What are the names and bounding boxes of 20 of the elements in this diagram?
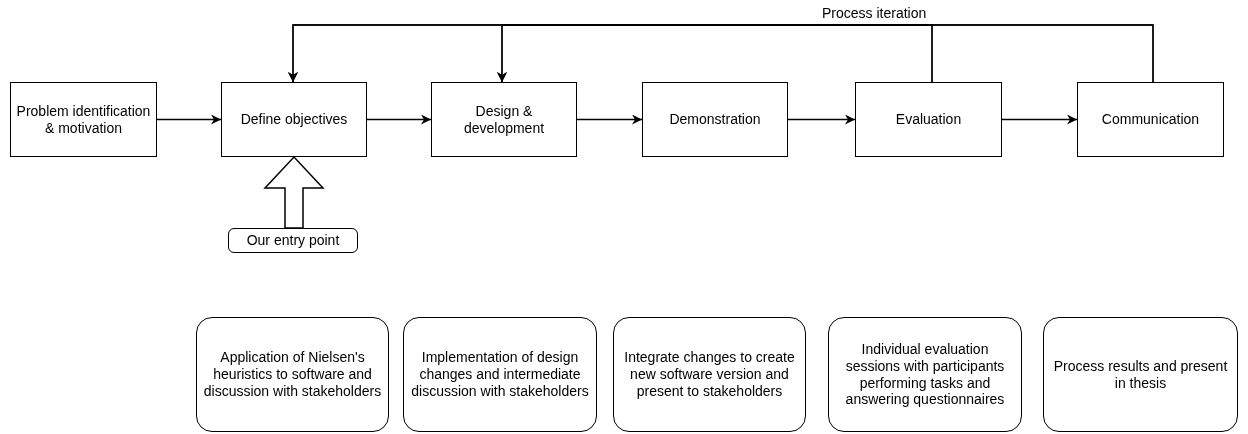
entry-point-box: Our entry point xyxy=(228,228,358,253)
activity-box: Process results and present in thesis xyxy=(1043,317,1238,432)
activity-box: Implementation of design changes and intermediate discussion with stakeholders xyxy=(403,317,597,432)
arrow xyxy=(497,24,1154,83)
process-box: Communication xyxy=(1077,82,1224,157)
process-box: Design & development xyxy=(431,82,577,157)
arrow xyxy=(576,114,643,125)
arrow xyxy=(156,114,222,125)
arrow xyxy=(366,114,432,125)
arrow xyxy=(1001,114,1078,125)
edge-label: Process iteration xyxy=(820,5,929,21)
activity-box: Integrate changes to create new software version and present to stakeholders xyxy=(613,317,806,432)
process-box: Evaluation xyxy=(855,82,1002,157)
process-box: Define objectives xyxy=(221,82,367,157)
activity-box: Individual evaluation sessions with participants performing tasks and answering questionnaires xyxy=(828,317,1022,432)
block-arrow xyxy=(263,155,325,229)
process-box: Demonstration xyxy=(642,82,788,157)
process-box: Problem identification & motivation xyxy=(10,82,157,157)
activity-box: Application of Nielsen's heuristics to software and discussion with stakeholders xyxy=(196,317,389,432)
arrow xyxy=(787,114,856,125)
